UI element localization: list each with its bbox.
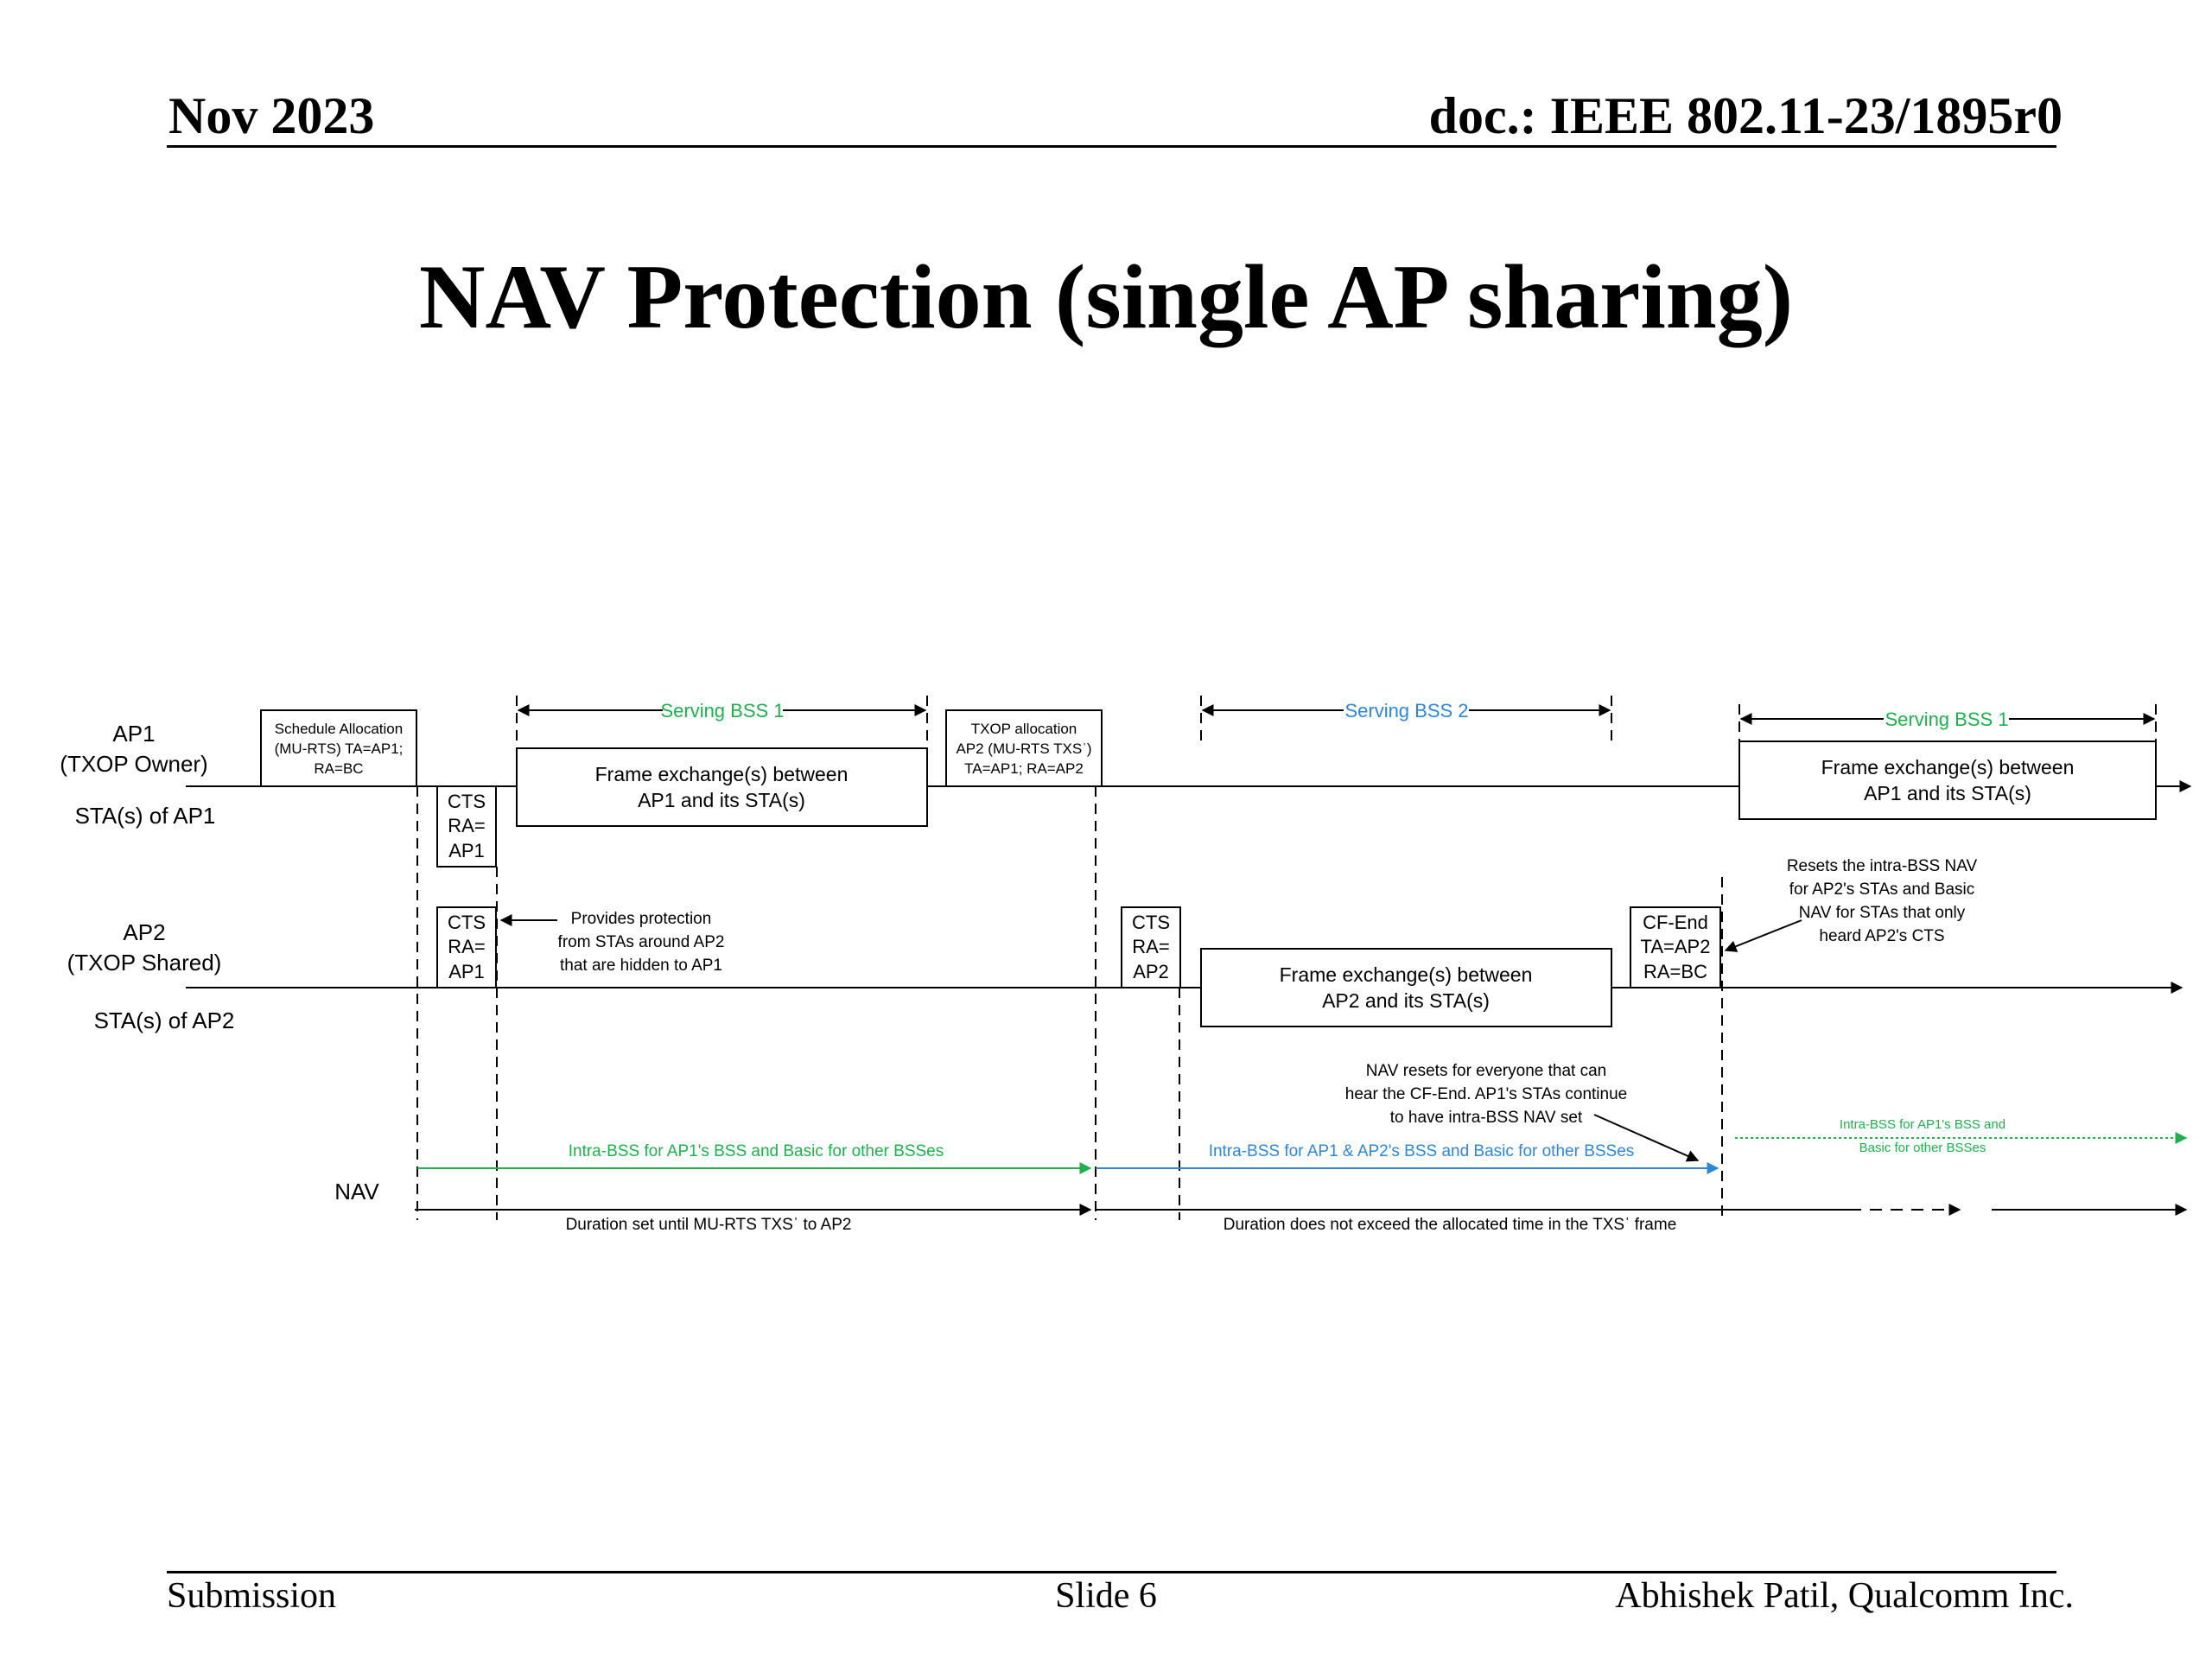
label-ap2-role: (TXOP Shared) (67, 950, 222, 976)
svg-text:NAV for STAs that only: NAV for STAs that only (1799, 904, 1966, 922)
svg-text:heard AP2's CTS: heard AP2's CTS (1819, 927, 1944, 945)
svg-text:Intra-BSS for AP1's BSS and: Intra-BSS for AP1's BSS and (1840, 1117, 2005, 1132)
box-frame-exchange-ap2 (1200, 948, 1612, 1027)
serving-bss1-second-label: Serving BSS 1 (1885, 709, 2008, 730)
svg-text:Resets the intra-BSS NAV: Resets the intra-BSS NAV (1787, 857, 1978, 875)
svg-text:AP2 and its STA(s): AP2 and its STA(s) (1322, 989, 1490, 1012)
label-ap1: AP1 (112, 721, 155, 747)
footer-author: Abhishek Patil, Qualcomm Inc. (1615, 1576, 2074, 1616)
svg-text:CTS: CTS (448, 912, 486, 933)
header-doc-id: doc.: IEEE 802.11-23/1895r0 (1428, 87, 2063, 144)
svg-text:RA=: RA= (448, 936, 485, 957)
svg-text:TA=AP1; RA=AP2: TA=AP1; RA=AP2 (964, 760, 1084, 777)
footer-submission: Submission (167, 1576, 337, 1616)
box-schedule-allocation (260, 709, 417, 787)
svg-text:CTS: CTS (448, 791, 486, 812)
label-sta-ap1: STA(s) of AP1 (75, 803, 216, 829)
svg-text:to have intra-BSS NAV set: to have intra-BSS NAV set (1390, 1109, 1583, 1127)
svg-text:Frame exchange(s) between: Frame exchange(s) between (1821, 756, 2075, 779)
box-cts-sta-ap1 (436, 785, 497, 868)
svg-text:AP2 (MU-RTS TXSˈ): AP2 (MU-RTS TXSˈ) (956, 741, 1091, 757)
box-frame-exchange-ap1-first (516, 747, 928, 827)
annotations: Provides protection from STAs around AP2… (499, 857, 1978, 1162)
svg-text:Duration set until MU-RTS TXSˈ: Duration set until MU-RTS TXSˈ to AP2 (566, 1216, 852, 1234)
box-cts-ap1-at-ap2 (436, 906, 497, 988)
svg-text:AP2: AP2 (1133, 961, 1169, 982)
svg-text:Provides protection: Provides protection (571, 910, 712, 928)
label-ap1-role: (TXOP Owner) (60, 751, 207, 777)
header-date: Nov 2023 (168, 87, 375, 144)
svg-text:TXOP allocation: TXOP allocation (971, 721, 1077, 737)
svg-text:Basic for other BSSes: Basic for other BSSes (1859, 1141, 1986, 1155)
label-nav: NAV (334, 1179, 379, 1205)
svg-text:AP1: AP1 (448, 840, 485, 861)
svg-text:(MU-RTS) TA=AP1;: (MU-RTS) TA=AP1; (275, 741, 404, 757)
serving-bss2-label: Serving BSS 2 (1344, 700, 1468, 721)
serving-bss1-first-label: Serving BSS 1 (660, 700, 784, 721)
footer-slide-number: Slide 6 (1055, 1576, 1157, 1616)
svg-text:NAV resets for everyone that c: NAV resets for everyone that can (1366, 1062, 1606, 1080)
svg-text:RA=BC: RA=BC (1643, 961, 1707, 982)
svg-text:Duration does not exceed the a: Duration does not exceed the allocated t… (1224, 1216, 1677, 1234)
svg-text:Frame exchange(s) between: Frame exchange(s) between (595, 763, 849, 785)
frame-texts: Schedule Allocation (MU-RTS) TA=AP1; RA=… (275, 721, 2075, 1012)
header-rule (167, 145, 2056, 148)
label-sta-ap2: STA(s) of AP2 (94, 1007, 235, 1033)
frame-boxes (260, 709, 2157, 1027)
svg-text:TA=AP2: TA=AP2 (1641, 936, 1711, 957)
serving-bss-spans: Serving BSS 1 Serving BSS 2 Serving BSS … (517, 700, 2156, 730)
row-labels: AP1 (TXOP Owner) STA(s) of AP1 AP2 (TXOP… (60, 721, 379, 1205)
footer-rule (167, 1571, 2056, 1573)
duration-arrows: Duration set until MU-RTS TXSˈ to AP2 Du… (415, 1204, 2188, 1234)
label-ap2: AP2 (123, 919, 165, 945)
slide-title: NAV Protection (single AP sharing) (418, 246, 1794, 347)
svg-text:Intra-BSS for AP1's BSS and Ba: Intra-BSS for AP1's BSS and Basic for ot… (569, 1142, 944, 1160)
nav-arrows: Intra-BSS for AP1's BSS and Basic for ot… (417, 1117, 2188, 1174)
box-cf-end (1630, 906, 1721, 988)
svg-text:Schedule Allocation: Schedule Allocation (275, 721, 403, 737)
svg-text:RA=: RA= (448, 815, 485, 836)
svg-text:that are hidden to AP1: that are hidden to AP1 (560, 957, 722, 975)
svg-text:from STAs around AP2: from STAs around AP2 (558, 933, 725, 951)
svg-text:for AP2's STAs and Basic: for AP2's STAs and Basic (1789, 880, 1974, 899)
svg-text:Frame exchange(s) between: Frame exchange(s) between (1280, 963, 1533, 986)
svg-text:hear the CF-End. AP1's STAs co: hear the CF-End. AP1's STAs continue (1345, 1085, 1627, 1103)
svg-text:RA=: RA= (1132, 936, 1169, 957)
svg-text:Intra-BSS for AP1 & AP2's BSS: Intra-BSS for AP1 & AP2's BSS and Basic … (1209, 1142, 1635, 1160)
box-cts-ap2 (1121, 906, 1181, 988)
svg-text:AP1: AP1 (448, 961, 485, 982)
box-frame-exchange-ap1-second (1738, 741, 2157, 820)
svg-text:AP1 and its STA(s): AP1 and its STA(s) (638, 789, 805, 811)
svg-text:CF-End: CF-End (1643, 912, 1708, 933)
box-txop-allocation (945, 709, 1103, 787)
svg-text:AP1 and its STA(s): AP1 and its STA(s) (1864, 782, 2031, 804)
dashed-guides (416, 696, 2157, 1220)
svg-text:CTS: CTS (1132, 912, 1170, 933)
svg-text:RA=BC: RA=BC (314, 760, 363, 777)
